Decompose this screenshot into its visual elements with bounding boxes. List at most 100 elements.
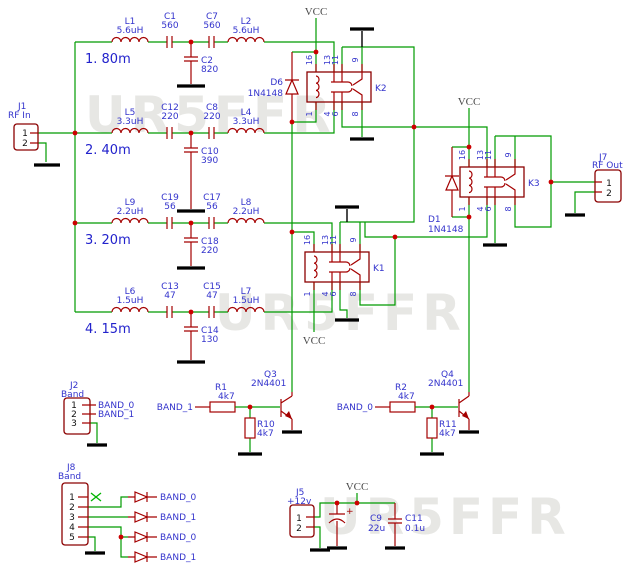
relay-k3: K3 16 13 11 9 1 4 6 8 — [458, 150, 540, 212]
c12-ref: C12 — [161, 103, 179, 113]
inductor-l5 — [111, 127, 149, 134]
c2-value: 820 — [201, 65, 218, 75]
j2-pin-ticks — [82, 404, 96, 424]
j8-diode3-signal: BAND_0 — [160, 533, 196, 543]
l8-value: 2.2uH — [233, 207, 260, 217]
inductor-l6 — [111, 306, 149, 313]
j8-pin-ticks — [78, 496, 88, 538]
capacitor-c12 — [166, 127, 173, 139]
capacitor-c17 — [208, 217, 215, 229]
junction-dot — [392, 234, 398, 240]
junction-dot — [466, 214, 472, 220]
c15-ref: C15 — [203, 282, 221, 292]
q3-ref: Q3 — [264, 370, 277, 380]
r2-ref: R2 — [395, 383, 407, 393]
junction-dot — [188, 309, 194, 315]
c15-value: 47 — [206, 291, 217, 301]
q4-part: 2N4401 — [428, 379, 463, 389]
j8-ref: J8 — [66, 463, 76, 473]
j5-pin-1: 1 — [296, 514, 302, 524]
junction-dot — [334, 500, 340, 506]
c10-value: 390 — [201, 156, 218, 166]
c13-ref: C13 — [161, 282, 179, 292]
k2-pin-13: 13 — [323, 55, 332, 65]
j2-signal-band1: BAND_1 — [98, 410, 134, 420]
c17-ref: C17 — [203, 193, 221, 203]
vcc-symbols: VCC VCC VCC VCC — [303, 6, 481, 493]
j2-pin-1: 1 — [71, 401, 77, 411]
rf-output-wire — [551, 181, 595, 213]
rf-input-bus-wire — [38, 42, 76, 312]
filter-15m: L6 1.5uH C13 47 C15 47 L7 1.5uH C14 130 … — [85, 282, 265, 360]
k2-pin-6: 6 — [331, 111, 340, 116]
c8-ref: C8 — [206, 103, 218, 113]
c14-ref: C14 — [201, 326, 219, 336]
j1-body — [13, 123, 39, 151]
j8-diode-1 — [128, 491, 157, 503]
l8-ref: L8 — [241, 198, 252, 208]
capacitor-c14-shunt — [184, 312, 198, 360]
connector-j8: J8 Band 1 2 3 4 5 BAND_0 BAND_1 BAND_0 B… — [58, 463, 196, 563]
l1-ref: L1 — [125, 17, 136, 27]
j2-ground-wire — [90, 422, 98, 443]
j7-pin-ticks — [595, 181, 602, 193]
junction-dot — [354, 500, 360, 506]
capacitor-c11 — [388, 503, 402, 546]
j5-body — [289, 504, 315, 538]
junction-dot — [188, 220, 194, 226]
j8-diode-4 — [128, 551, 157, 563]
k3-body — [459, 166, 525, 198]
j8-diode2-signal: BAND_1 — [160, 513, 196, 523]
no-connect-x-icon — [90, 492, 102, 502]
j1-label: RF In — [8, 111, 31, 121]
j8-pin-2: 2 — [69, 503, 75, 513]
j8-body — [61, 482, 89, 546]
l5-ref: L5 — [125, 108, 136, 118]
k2-contact-wires — [340, 46, 488, 223]
capacitor-c8 — [208, 127, 215, 139]
connector-j2: J2 Band 1 2 3 BAND_0 BAND_1 — [61, 381, 134, 435]
r11-value: 4k7 — [439, 429, 456, 439]
j8-wires — [88, 496, 128, 558]
junction-dot — [247, 404, 253, 410]
relay-k2: K2 16 13 11 9 1 4 6 8 — [305, 55, 387, 117]
q3-band-signal: BAND_1 — [157, 403, 193, 413]
k1-coil — [313, 255, 318, 279]
junction-dot — [188, 39, 194, 45]
r10-value: 4k7 — [257, 429, 274, 439]
l7-ref: L7 — [241, 287, 252, 297]
k1-pin-8: 8 — [349, 291, 358, 296]
j1-pin-2: 2 — [22, 139, 28, 149]
c2-ref: C2 — [201, 56, 213, 66]
k1-contacts — [329, 252, 361, 282]
inductor-l1 — [111, 36, 149, 43]
q3-symbol — [280, 392, 293, 430]
inductor-l8 — [227, 217, 265, 224]
c9-polarity: + — [346, 507, 354, 517]
j7-pin-1: 1 — [606, 179, 612, 189]
d6-symbol — [285, 52, 299, 122]
d1-part: 1N4148 — [428, 225, 464, 235]
l1-value: 5.6uH — [117, 26, 144, 36]
junction-dot — [466, 144, 472, 150]
k1-body — [304, 251, 370, 283]
k2-pin-8: 8 — [351, 111, 360, 116]
k2-contacts — [331, 72, 363, 102]
d6-part: 1N4148 — [248, 89, 284, 99]
j7-body — [594, 169, 622, 203]
k3-pin-9: 9 — [504, 152, 513, 157]
k3-pin-4: 4 — [476, 206, 485, 211]
watermark-text: UR5FFR — [215, 284, 466, 342]
k1-pin-stubs — [313, 244, 361, 290]
j7-pin-2: 2 — [606, 189, 612, 199]
d1-symbol — [445, 147, 459, 217]
j7-label: RF Out — [592, 161, 623, 171]
k3-coil — [468, 170, 473, 194]
l9-ref: L9 — [125, 198, 136, 208]
r1-value: 4k7 — [218, 392, 235, 402]
resistor-r2 — [389, 401, 416, 413]
connector-j1: J1 RF In 1 2 — [8, 102, 39, 151]
r10-ref: R10 — [257, 420, 275, 430]
k2-body — [306, 71, 372, 103]
